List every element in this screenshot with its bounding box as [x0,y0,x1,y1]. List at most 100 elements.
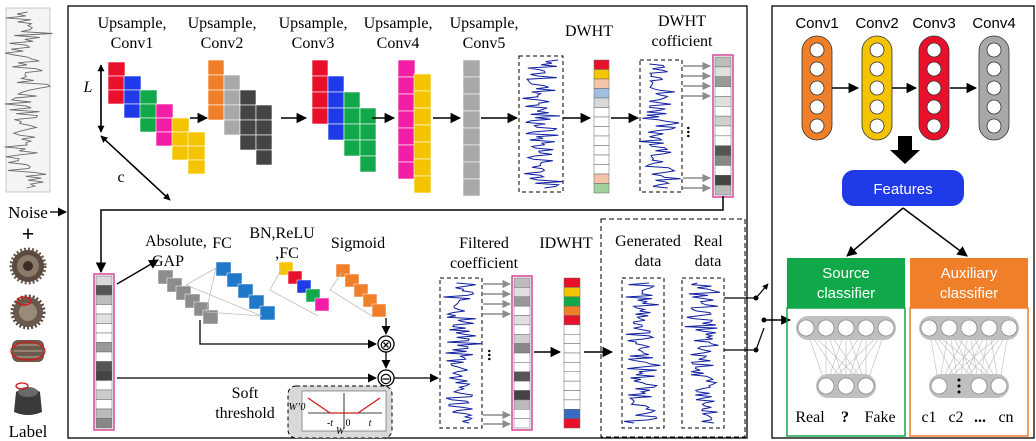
coef-col-cell [714,86,732,97]
coef-col-cell [714,56,732,68]
disc-conv3-label: Conv3 [912,15,955,32]
dwht-coef-label-line2: cofficient [651,33,713,50]
stage5-label-line1: Upsample, [450,15,519,32]
noise-label: Noise [8,203,48,222]
sigmoid-label: Sigmoid [331,235,385,252]
filt-col-cell [513,352,531,363]
dwht-col-cell [593,145,610,156]
conv3-block-cell [359,139,377,157]
conv2-block-cell [239,134,257,151]
features-box [842,170,964,206]
coef-col-cell [714,184,732,196]
conv2-block-cell [207,89,225,106]
conv2-block-cell [255,119,273,136]
aux-output-dots: ... [974,409,986,426]
conv2-block-cell [239,119,257,136]
conv1-block-cell [123,75,142,91]
conv1-block-cell [171,131,190,147]
output-data-box [600,218,746,438]
generated-data-wave [624,282,661,424]
gear-image-1 [9,247,47,285]
coef-col-cell [714,125,732,137]
conv2-block-cell [239,89,257,106]
dwht-coefficient-column [593,59,610,194]
conv1-block-cell [139,89,158,105]
source-output-fake: Fake [864,409,895,426]
shrink-col-cell [95,380,113,391]
stage1-label-line1: Upsample, [98,15,167,32]
idwht-col-cell [563,287,581,297]
idwht-col-cell [563,277,581,288]
coef-col-cell [714,135,732,146]
abs-gap-label-line2: GAP [152,253,184,270]
shrink-col-cell [95,342,113,353]
conv5-block-cell [462,161,481,180]
disc-neuron [809,42,825,58]
fc-block-cell [226,272,243,288]
idwht-col-cell [563,296,581,307]
source-net-neuron [857,377,875,395]
coef-col-cell [714,165,732,176]
real-label-line2: data [695,253,722,270]
idwht-col-cell [563,324,581,335]
idwht-col-cell [563,352,581,363]
aux-net-neuron [920,319,938,337]
stage4-label-line1: Upsample, [364,15,433,32]
filtered-to-column-arrows: ... [483,279,511,429]
label-label: Label [9,422,48,441]
dwht-col-cell [593,88,610,99]
conv1-block-cell [171,117,190,133]
filt-col-cell [513,287,531,297]
idwht-column [563,277,581,429]
discriminator-panel [771,5,1035,439]
shrink-col-cell [95,323,113,334]
dwht-col-cell [593,107,610,118]
filtered-signal-box [439,277,483,429]
dwht-col-cell [593,126,610,137]
disc-neuron [986,42,1002,58]
coef-col-cell [714,106,732,117]
shrink-col-cell [95,275,113,286]
disc-neuron [926,99,942,115]
conv3-block-cell [327,123,345,141]
stage2-label-line2: Conv2 [201,35,244,52]
coef-col-cell [714,96,732,107]
disc-conv2-label: Conv2 [855,15,898,32]
filt-col-cell [513,362,531,372]
generated-label-line2: data [635,253,662,270]
idwht-col-cell [563,334,581,344]
conv3-block-cell [343,107,361,125]
generated-label-line1: Generated [615,233,681,250]
filt-col-cell [513,334,531,344]
conv3-block-cell [343,123,361,141]
filt-col-cell [513,409,531,419]
conv3-block-cell [311,59,329,77]
source-net-neuron [837,377,855,395]
stage4-label-line2: Conv4 [377,35,420,52]
filt-col-cell [513,399,531,410]
graph-neg-t-label: -t [327,418,333,429]
disc-neuron [869,80,885,96]
real-label-line1: Real [693,233,723,250]
features-down-arrow [890,136,920,164]
source-net-neuron [817,319,835,337]
conv2-block-cell [207,74,225,91]
idwht-col-cell [563,371,581,382]
stage1-label-line2: Conv1 [111,35,154,52]
source-label-line2: classifier [817,285,875,302]
filt-col-cell [513,305,531,316]
idwht-label: IDWHT [539,235,593,252]
aux-net-neuron [960,319,978,337]
aux-net-neuron [970,377,988,395]
stage5-label-line2: Conv5 [463,35,506,52]
conv1-block-cell [187,159,206,175]
generator-panel [67,5,748,439]
real-data-box [681,277,725,429]
conv4-block-cell [413,158,432,177]
coef-col-cell [714,155,732,166]
fc-connections [185,267,373,317]
conv5-block-cell [462,110,481,129]
shrink-col-cell [95,294,113,305]
graph-w-label: W [336,426,346,437]
arrow-to-shrinkage [95,196,724,274]
